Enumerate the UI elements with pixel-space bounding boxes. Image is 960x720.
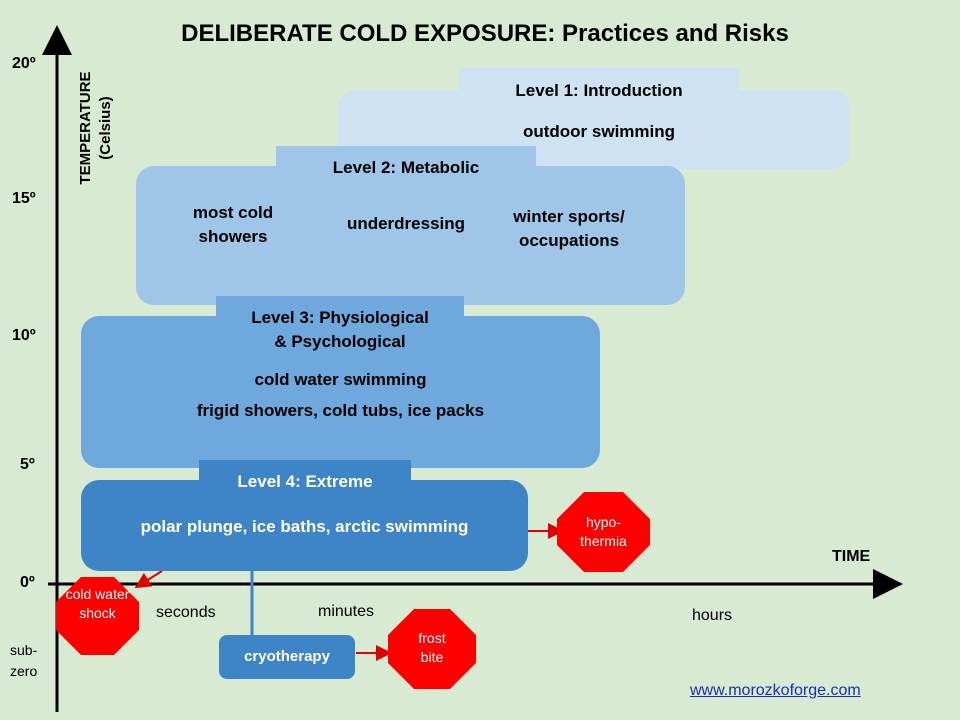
level-1-title: Level 1: Introduction — [515, 81, 683, 100]
y-tick-sub-zero: sub- zero — [10, 642, 38, 679]
hypothermia-stop-sign — [557, 492, 650, 572]
y-tick-0: 0º — [20, 574, 35, 591]
level-3-item-frigid-showers: frigid showers, cold tubs, ice packs — [196, 401, 485, 420]
y-tick-15: 15º — [12, 190, 36, 207]
diagram-title: DELIBERATE COLD EXPOSURE: Practices and … — [181, 20, 789, 47]
level-3-item-cold-water-swimming: cold water swimming — [254, 370, 427, 389]
level-4-box — [81, 480, 528, 571]
cryotherapy-box — [219, 635, 355, 679]
level-2-item-winter-sports: winter sports/ occupations — [513, 207, 625, 250]
cryotherapy-label: cryotherapy — [244, 648, 330, 665]
level-2-title: Level 2: Metabolic — [332, 158, 480, 177]
level-2-box — [136, 166, 685, 305]
arrow-to-cold-water-shock — [134, 570, 163, 589]
frost-bite-stop-sign — [388, 609, 476, 689]
frost-bite-label: frost bite — [418, 630, 446, 665]
level-4-item-polar-plunge: polar plunge, ice baths, arctic swimming — [140, 517, 469, 536]
y-tick-5: 5º — [20, 456, 35, 473]
hypothermia-label: hypo- thermia — [580, 514, 627, 549]
x-tick-minutes: minutes — [318, 603, 375, 620]
cold-water-shock-label: cold water shock — [65, 586, 130, 621]
level-4-title: Level 4: Extreme — [237, 472, 373, 491]
x-axis-label: TIME — [832, 548, 871, 565]
level-1-item-outdoor-swimming: outdoor swimming — [522, 122, 676, 141]
level-3-title: Level 3: Physiological & Psychological — [251, 308, 429, 351]
x-tick-seconds: seconds — [156, 604, 216, 621]
y-tick-10: 10º — [12, 327, 36, 344]
x-tick-hours: hours — [692, 607, 733, 624]
y-tick-20: 20º — [12, 55, 36, 72]
level-3-box — [81, 316, 600, 468]
level-2-item-cold-showers: most cold showers — [192, 203, 274, 246]
cold-water-shock-stop-sign — [56, 577, 139, 655]
website-link[interactable]: www.morozkoforge.com — [690, 682, 861, 699]
y-axis-label: TEMPERATURE (Celsius) — [77, 71, 114, 185]
level-2-item-underdressing: underdressing — [346, 214, 466, 233]
